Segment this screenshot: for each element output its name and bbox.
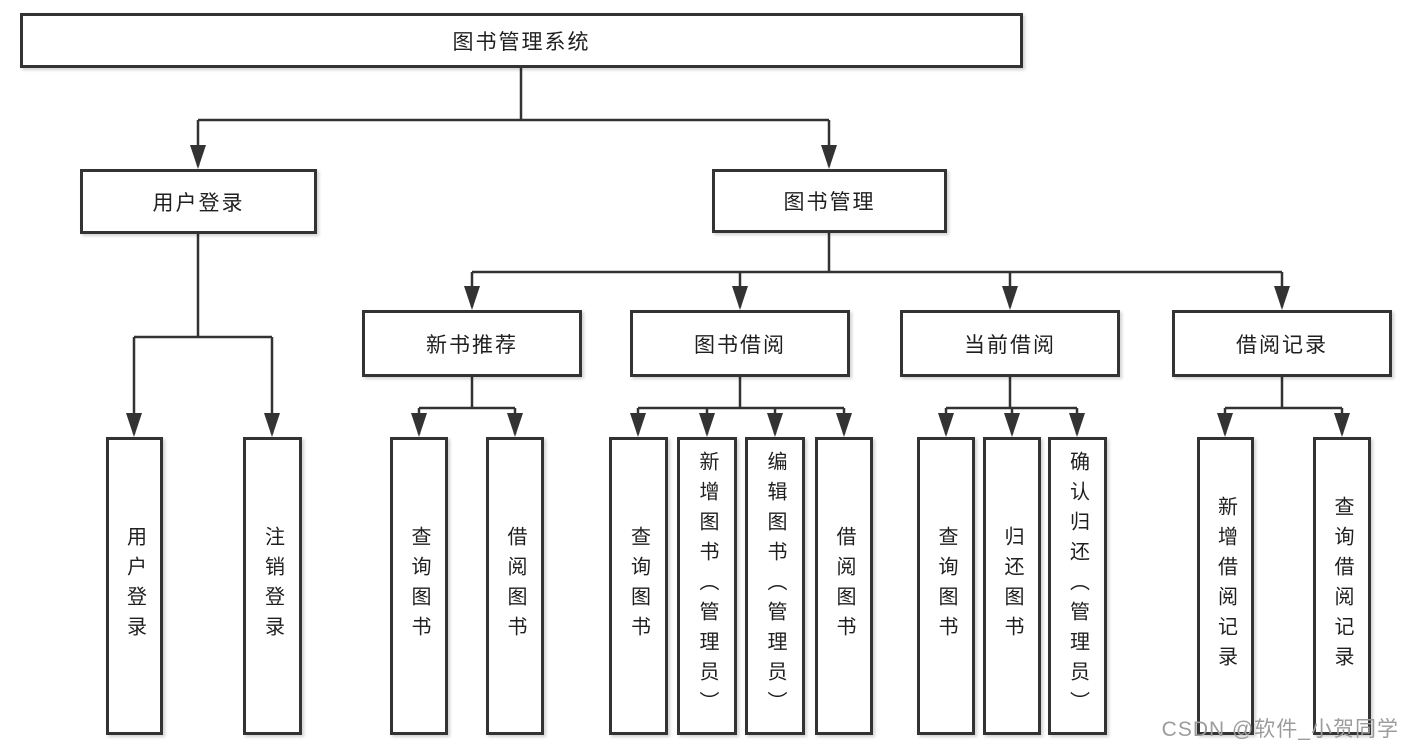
arrow-down-icon [126, 413, 142, 437]
leaf-label: 借阅图书 [833, 526, 855, 646]
leaf-query-book: 查询图书 [609, 437, 668, 735]
leaf-borrow-book: 借阅图书 [815, 437, 873, 735]
arrow-down-icon [1004, 413, 1020, 437]
connector-records-to-leaves [1223, 377, 1344, 434]
arrow-down-icon [836, 413, 852, 437]
arrow-down-icon [190, 145, 206, 169]
arrow-down-icon [1334, 413, 1350, 437]
arrow-down-icon [732, 286, 748, 310]
leaf-label: 查询图书 [408, 526, 430, 646]
arrow-down-icon [1217, 413, 1233, 437]
arrow-down-icon [699, 413, 715, 437]
arrow-down-icon [821, 145, 837, 169]
leaf-label: 确认归还（管理员） [1066, 451, 1089, 721]
leaf-borrow-book: 借阅图书 [486, 437, 544, 735]
connector-borrow-to-leaves [636, 377, 846, 434]
leaf-label: 新增图书（管理员） [696, 451, 718, 721]
leaf-query-book: 查询图书 [917, 437, 975, 735]
leaf-return-book: 归还图书 [983, 437, 1041, 735]
connector-bookmgmt-to-level3 [470, 233, 1284, 307]
leaf-logout: 注销登录 [243, 437, 302, 735]
leaf-add-book-admin: 新增图书（管理员） [677, 437, 737, 735]
node-library-management-system: 图书管理系统 [20, 13, 1023, 68]
leaf-label: 查询图书 [627, 526, 650, 646]
node-book-borrow: 图书借阅 [630, 310, 850, 377]
arrow-down-icon [264, 413, 280, 437]
watermark: CSDN @软件_小贺同学 [1161, 718, 1399, 741]
arrow-down-icon [630, 413, 646, 437]
connector-root-to-level2 [196, 68, 831, 166]
node-new-book-recommend: 新书推荐 [362, 310, 582, 377]
connector-newbook-to-leaves [417, 377, 517, 434]
node-current-borrow: 当前借阅 [900, 310, 1120, 377]
leaf-query-borrow-record: 查询借阅记录 [1313, 437, 1371, 735]
node-book-management: 图书管理 [712, 169, 947, 233]
arrow-down-icon [411, 413, 427, 437]
leaf-label: 归还图书 [1001, 526, 1023, 646]
leaf-label: 查询图书 [935, 526, 957, 646]
leaf-label: 编辑图书（管理员） [764, 451, 786, 721]
arrow-down-icon [464, 286, 480, 310]
leaf-query-book: 查询图书 [390, 437, 448, 735]
node-borrow-records: 借阅记录 [1172, 310, 1392, 377]
arrow-down-icon [1274, 286, 1290, 310]
arrow-down-icon [507, 413, 523, 437]
leaf-label: 用户登录 [123, 526, 146, 646]
arrow-down-icon [1002, 286, 1018, 310]
leaf-label: 注销登录 [261, 526, 284, 646]
leaf-label: 新增借阅记录 [1214, 496, 1237, 676]
arrow-down-icon [767, 413, 783, 437]
leaf-confirm-return-admin: 确认归还（管理员） [1048, 437, 1107, 735]
arrow-down-icon [938, 413, 954, 437]
arrow-down-icon [1069, 413, 1085, 437]
node-user-login: 用户登录 [80, 169, 317, 234]
leaf-label: 查询借阅记录 [1331, 496, 1353, 676]
leaf-edit-book-admin: 编辑图书（管理员） [745, 437, 805, 735]
connector-userlogin-to-leaves [132, 234, 274, 434]
leaf-add-borrow-record: 新增借阅记录 [1197, 437, 1254, 735]
arrowheads [126, 145, 1350, 437]
leaf-user-login: 用户登录 [106, 437, 163, 735]
leaf-label: 借阅图书 [504, 526, 526, 646]
